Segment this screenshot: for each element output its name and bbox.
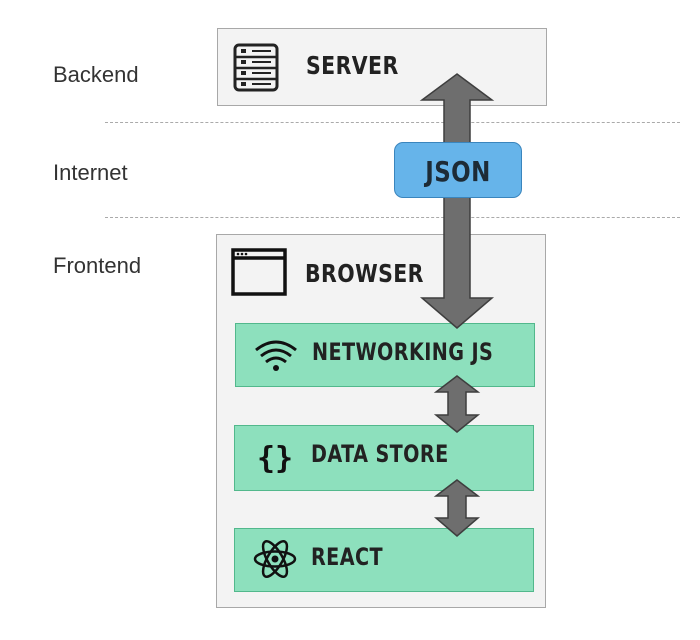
svg-text:{}: {} (257, 441, 293, 476)
json-label: JSON (425, 155, 491, 188)
module-label-react: REACT (311, 543, 383, 571)
layer-label-frontend: Frontend (53, 253, 142, 278)
module-label-data-store: DATA STORE (311, 440, 449, 468)
react-atom-icon (253, 540, 297, 578)
curly-braces-icon: {} (257, 441, 293, 476)
divider-backend-internet (105, 122, 680, 123)
divider-internet-frontend (105, 217, 680, 218)
layer-label-internet: Internet (53, 160, 128, 185)
browser-label: BROWSER (305, 259, 424, 288)
module-data-store: {} DATA STORE (234, 425, 534, 491)
wifi-icon (255, 340, 297, 371)
layer-label-backend: Backend (53, 62, 139, 87)
module-networking-js: NETWORKING JS (235, 323, 535, 387)
module-label-networking-js: NETWORKING JS (312, 338, 494, 366)
server-icon (233, 43, 279, 92)
browser-window-icon (231, 248, 287, 296)
browser-box: BROWSER NETWORKING JS {} DATA STORE REAC… (216, 234, 546, 608)
server-label: SERVER (306, 51, 399, 80)
server-box: SERVER (217, 28, 547, 106)
module-react: REACT (234, 528, 534, 592)
json-badge: JSON (394, 142, 522, 198)
